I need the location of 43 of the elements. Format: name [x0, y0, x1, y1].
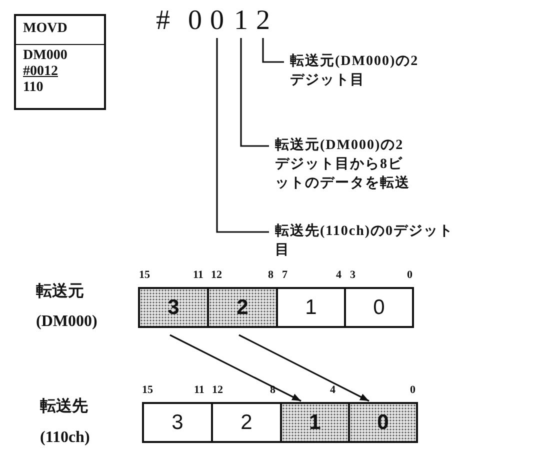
bit-number: 11	[194, 384, 204, 396]
bit-number: 11	[193, 269, 204, 281]
bit-number: 12	[211, 269, 222, 281]
digit-cell: 2	[211, 402, 282, 443]
digit-cell: 2	[207, 287, 278, 328]
bit-number: 0	[407, 269, 412, 281]
digit-cell: 1	[276, 287, 346, 328]
operand-text: 110	[23, 80, 44, 96]
operand-text: #0012	[23, 64, 58, 80]
control-data-digit: 1	[234, 6, 248, 36]
callout-text: 転送元(DM000)の2デジット目から8ビットのデータを転送	[275, 136, 413, 193]
arrow	[170, 334, 302, 402]
control-data-digit: 0	[210, 6, 224, 36]
bit-number: 4	[336, 269, 342, 281]
arrow	[238, 334, 370, 402]
bit-number: 3	[350, 269, 356, 281]
bit-number: 0	[410, 384, 416, 396]
digit-cell: 0	[344, 287, 414, 328]
bit-number: 15	[142, 384, 153, 396]
register-label: (DM000)	[36, 313, 98, 331]
bit-number: 4	[330, 384, 336, 396]
register-label: 転送先	[40, 396, 88, 417]
callout-text: 転送先(110ch)の0デジット目	[275, 222, 465, 260]
control-data-digit: 0	[188, 6, 202, 36]
leader-line	[262, 38, 284, 63]
leader-line	[240, 38, 269, 147]
control-data-digit: #	[156, 6, 170, 36]
bit-number: 15	[139, 269, 150, 281]
bit-number: 7	[282, 269, 288, 281]
digit-cell: 3	[138, 287, 209, 328]
callout-text: 転送元(DM000)の2デジット目	[290, 52, 422, 90]
bit-number: 8	[268, 269, 274, 281]
mnemonic-text: MOVD	[23, 21, 68, 37]
control-data-digit: 2	[256, 6, 270, 36]
digit-cell: 1	[280, 402, 350, 443]
digit-cell: 3	[142, 402, 213, 443]
operand-text: DM000	[23, 48, 68, 64]
instruction-box	[14, 14, 106, 110]
leader-line	[216, 38, 269, 233]
register-label: (110ch)	[40, 429, 90, 447]
digit-cell: 0	[348, 402, 418, 443]
bit-number: 12	[212, 384, 223, 396]
register-label: 転送元	[36, 282, 84, 302]
